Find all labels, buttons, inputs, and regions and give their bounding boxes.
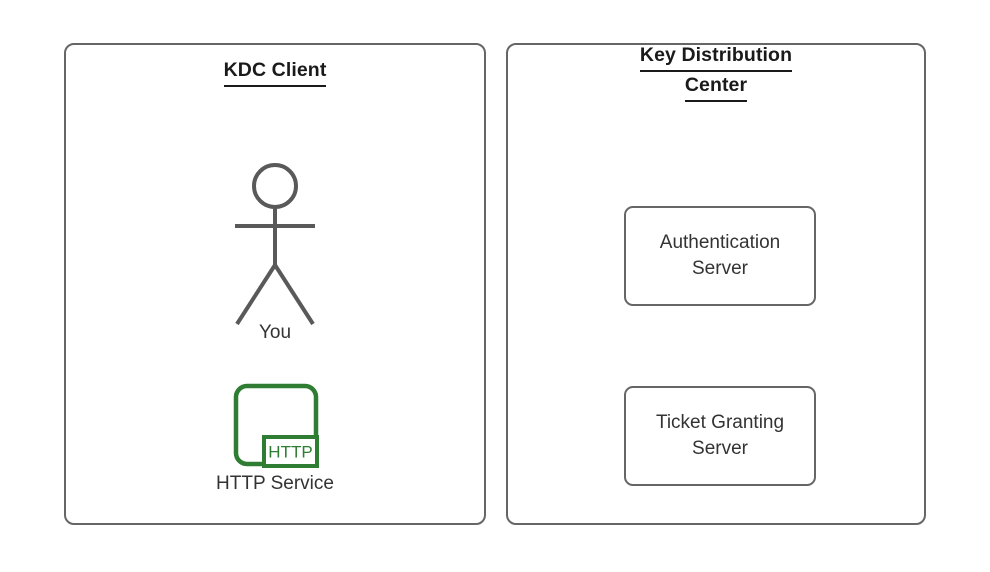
actor-label: You — [258, 322, 292, 343]
svg-text:HTTP: HTTP — [268, 443, 312, 462]
stick-figure-person-icon — [218, 158, 334, 330]
kdc-client-panel-title: KDC Client — [64, 57, 486, 87]
ticket-granting-server-label: Ticket Granting Server — [655, 412, 785, 459]
http-service-icon: HTTP — [230, 380, 322, 470]
key-distribution-center-panel-title: Key Distribution Center — [506, 42, 926, 102]
authentication-server-label: Authentication Server — [659, 232, 781, 279]
ticket-granting-server-box: Ticket Granting Server — [624, 386, 816, 486]
kdc-client-title-line-1: KDC Client — [223, 57, 327, 87]
authentication-server-box: Authentication Server — [624, 206, 816, 306]
kdc-title-line-2: Center — [684, 72, 748, 102]
kdc-title-line-1: Key Distribution — [639, 42, 793, 72]
http-service-label: HTTP Service — [216, 473, 334, 494]
